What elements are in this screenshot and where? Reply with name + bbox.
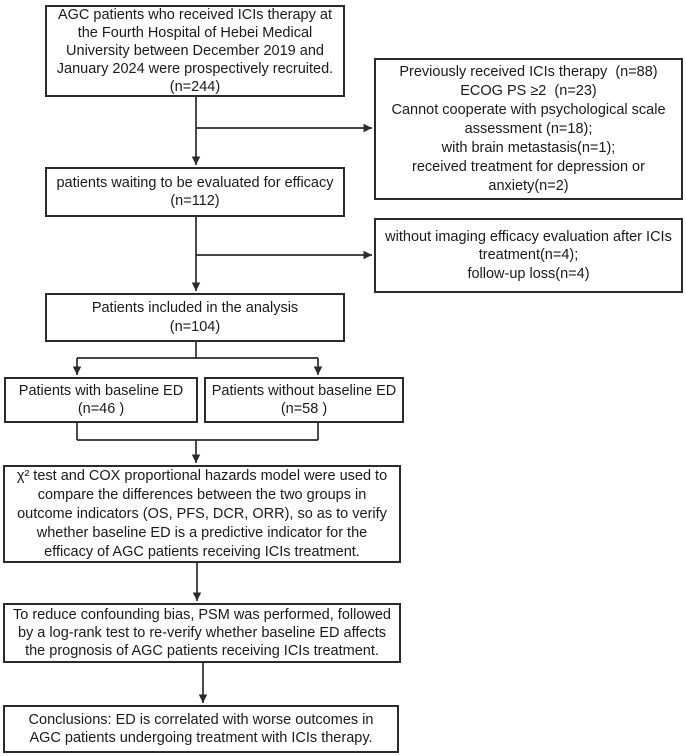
box-excluded-after-treatment: without imaging efficacy evaluation afte… [374, 218, 683, 293]
box-excluded-before-evaluation-text: Previously received ICIs therapy (n=88) … [391, 63, 666, 194]
box-included-analysis: Patients included in the analysis (n=104… [45, 293, 345, 342]
box-excluded-after-treatment-text: without imaging efficacy evaluation afte… [385, 229, 672, 282]
box-statistical-analysis: χ² test and COX proportional hazards mod… [3, 465, 401, 563]
box-recruited: AGC patients who received ICIs therapy a… [45, 5, 345, 97]
box-no-baseline-ed-text: Patients without baseline ED (n=58 ) [211, 382, 397, 417]
box-statistical-analysis-text: χ² test and COX proportional hazards mod… [16, 467, 388, 560]
box-no-baseline-ed: Patients without baseline ED (n=58 ) [204, 377, 404, 423]
box-waiting-efficacy: patients waiting to be evaluated for eff… [45, 167, 345, 217]
box-conclusions: Conclusions: ED is correlated with worse… [3, 705, 399, 753]
box-psm-analysis-text: To reduce confounding bias, PSM was perf… [12, 606, 391, 660]
box-conclusions-text: Conclusions: ED is correlated with worse… [28, 711, 374, 746]
box-recruited-text: AGC patients who received ICIs therapy a… [56, 6, 334, 96]
box-baseline-ed: Patients with baseline ED (n=46 ) [4, 377, 198, 423]
box-waiting-efficacy-text: patients waiting to be evaluated for eff… [56, 174, 334, 209]
box-baseline-ed-text: Patients with baseline ED (n=46 ) [18, 382, 184, 417]
box-included-analysis-text: Patients included in the analysis (n=104… [91, 300, 299, 335]
box-excluded-before-evaluation: Previously received ICIs therapy (n=88) … [374, 58, 683, 200]
box-psm-analysis: To reduce confounding bias, PSM was perf… [3, 603, 401, 663]
